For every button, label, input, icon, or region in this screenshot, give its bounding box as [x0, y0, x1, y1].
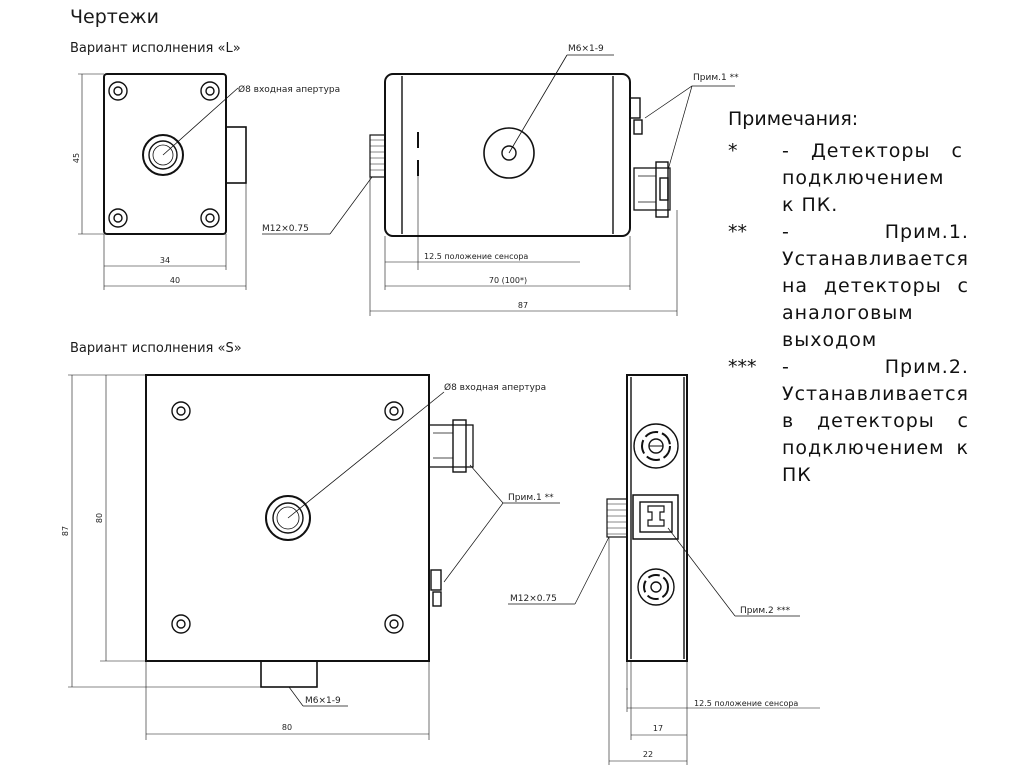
l-thread-m12-callout: M12×0.75: [262, 224, 309, 234]
dim-s-87: 87: [61, 526, 70, 536]
l-side-view: [262, 54, 735, 237]
drawings-heading: Чертежи: [70, 6, 159, 28]
connector-icon: [637, 568, 675, 606]
mount-screw-icon: [200, 208, 220, 228]
dim-l-height: 45: [72, 153, 81, 163]
note-text: - Детекторы с подключением к ПК.: [782, 140, 963, 216]
note-item: ** - Прим.1. Устанавливается на детектор…: [728, 219, 968, 354]
l-thread-m6-callout: M6×1-9: [568, 44, 604, 54]
note-text: - Прим.1. Устанавливается на детекторы с…: [782, 221, 969, 351]
aperture-icon: [142, 134, 184, 176]
notes-panel: Примечания: * - Детекторы с подключением…: [728, 106, 968, 489]
mount-screw-icon: [108, 208, 128, 228]
l-side-dimensions: [369, 176, 678, 316]
s-thread-m12-callout: M12×0.75: [510, 594, 557, 604]
variant-s-label: Вариант исполнения «S»: [70, 341, 242, 356]
l-sensor-position: 12.5 положение сенсора: [424, 252, 528, 261]
l-front-dimensions: [78, 73, 247, 290]
mount-screw-icon: [171, 401, 191, 421]
dim-s-22: 22: [643, 750, 653, 759]
note-mark: **: [728, 221, 747, 243]
dim-s-17: 17: [653, 724, 663, 733]
s-front-dimensions: [68, 374, 430, 740]
variant-l-label: Вариант исполнения «L»: [70, 41, 241, 56]
mount-screw-icon: [171, 614, 191, 634]
note-mark: ***: [728, 356, 757, 378]
l-prim1-callout: Прим.1 **: [693, 73, 739, 83]
note-mark: *: [728, 140, 738, 162]
dim-s-80-horizontal: 80: [282, 723, 292, 732]
note-text: - Прим.2. Устанавливается в детекторы с …: [782, 356, 969, 486]
s-side-view: [508, 374, 800, 662]
usb-port-icon: [632, 494, 679, 540]
note-item: * - Детекторы с подключением к ПК.: [728, 138, 963, 219]
s-prim1-callout: Прим.1 **: [508, 493, 554, 503]
s-aperture-callout: Ø8 входная апертура: [444, 382, 546, 393]
aperture-icon: [265, 495, 311, 541]
dim-s-80-vertical: 80: [95, 513, 104, 523]
dim-l-87: 87: [518, 301, 528, 310]
note-item: *** - Прим.2. Устанавливается в детектор…: [728, 354, 968, 489]
l-front-view: [103, 73, 247, 235]
mount-screw-icon: [200, 81, 220, 101]
connector-icon: [633, 423, 679, 469]
notes-title: Примечания:: [728, 108, 859, 130]
s-prim2-callout: Прим.2 ***: [740, 606, 791, 616]
s-sensor-position: 12.5 положение сенсора: [694, 699, 798, 708]
s-front-view: [145, 374, 560, 707]
mount-hole-icon: [483, 127, 535, 179]
mount-screw-icon: [384, 614, 404, 634]
mount-screw-icon: [108, 81, 128, 101]
s-thread-m6-callout: M6×1-9: [305, 696, 341, 706]
dim-l-70: 70 (100*): [489, 276, 527, 285]
mount-screw-icon: [384, 401, 404, 421]
l-aperture-callout: Ø8 входная апертура: [238, 84, 340, 95]
dim-l-40: 40: [170, 276, 180, 285]
s-side-dimensions: [608, 537, 820, 765]
dim-l-34: 34: [160, 256, 170, 265]
